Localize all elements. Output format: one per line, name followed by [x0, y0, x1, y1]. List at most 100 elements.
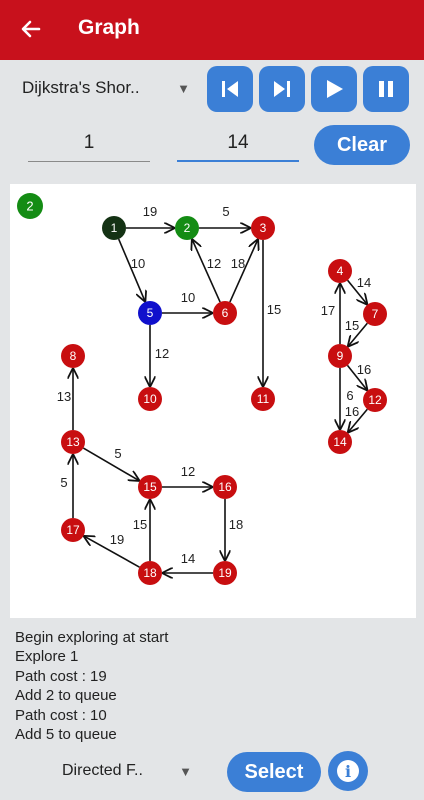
edge-weight-label: 15 [267, 302, 281, 317]
node-circle [102, 216, 126, 240]
node-8[interactable]: 8 [61, 344, 85, 368]
node-circle [213, 301, 237, 325]
edge-weight-label: 13 [57, 389, 71, 404]
node-11[interactable]: 11 [251, 387, 275, 411]
node-circle [61, 344, 85, 368]
node-circle [213, 561, 237, 585]
node-circle [175, 216, 199, 240]
node-circle [363, 302, 387, 326]
node-label: 9 [337, 349, 344, 363]
edge-weight-label: 16 [357, 362, 371, 377]
edge-weight-label: 5 [114, 446, 121, 461]
node-label: 16 [218, 480, 232, 494]
node-circle [213, 475, 237, 499]
node-16[interactable]: 16 [213, 475, 237, 499]
node-label: 7 [372, 307, 379, 321]
end-node-value: 14 [227, 132, 249, 153]
node-label: 15 [143, 480, 157, 494]
node-circle [61, 518, 85, 542]
end-node-underline [177, 160, 299, 162]
edge-6-2 [192, 240, 221, 303]
play-icon [327, 80, 343, 98]
step-badge-label: 2 [26, 199, 33, 214]
node-label: 11 [257, 392, 270, 406]
node-circle [251, 387, 275, 411]
algorithm-selected: Dijkstra's Shor.. [22, 78, 140, 97]
dropdown-caret-icon: ▼ [179, 764, 192, 779]
edge-12-14 [348, 408, 368, 432]
node-label: 18 [143, 566, 157, 580]
step-badge: 2 [17, 193, 43, 219]
clear-button[interactable]: Clear [314, 125, 410, 165]
node-9[interactable]: 9 [328, 344, 352, 368]
node-label: 6 [222, 306, 229, 320]
node-circle [138, 475, 162, 499]
node-6[interactable]: 6 [213, 301, 237, 325]
node-circle [363, 388, 387, 412]
edge-1-5 [117, 238, 145, 301]
edge-9-12 [346, 364, 366, 389]
select-button[interactable]: Select [227, 752, 321, 792]
log-line: Add 2 to queue [15, 687, 117, 705]
node-label: 5 [147, 306, 154, 320]
node-17[interactable]: 17 [61, 518, 85, 542]
node-2[interactable]: 2 [175, 216, 199, 240]
node-4[interactable]: 4 [328, 259, 352, 283]
node-19[interactable]: 19 [213, 561, 237, 585]
graph-type-dropdown[interactable]: Directed F.. ▼ [62, 762, 192, 784]
node-label: 1 [111, 221, 118, 235]
start-node-input[interactable]: 1 [28, 132, 150, 162]
node-13[interactable]: 13 [61, 430, 85, 454]
node-1[interactable]: 1 [102, 216, 126, 240]
edge-weight-label: 5 [222, 204, 229, 219]
step-forward-button[interactable] [259, 66, 305, 112]
node-label: 12 [368, 393, 382, 407]
edge-weight-label: 17 [321, 303, 335, 318]
algorithm-dropdown[interactable]: Dijkstra's Shor.. ▼ [22, 78, 190, 104]
dropdown-caret-icon: ▼ [177, 81, 190, 96]
edge-weight-label: 14 [357, 275, 371, 290]
edge-7-9 [348, 322, 368, 346]
node-label: 2 [184, 221, 191, 235]
node-label: 14 [333, 435, 347, 449]
log-line: Add 5 to queue [15, 726, 117, 744]
node-7[interactable]: 7 [363, 302, 387, 326]
step-back-button[interactable] [207, 66, 253, 112]
node-18[interactable]: 18 [138, 561, 162, 585]
node-label: 19 [218, 566, 232, 580]
play-button[interactable] [311, 66, 357, 112]
pause-icon [379, 81, 393, 97]
log-line: Path cost : 10 [15, 706, 107, 724]
edge-weight-label: 14 [181, 551, 195, 566]
node-14[interactable]: 14 [328, 430, 352, 454]
end-node-input[interactable]: 14 [177, 132, 299, 162]
info-button[interactable]: i [328, 751, 368, 791]
edge-weight-label: 10 [131, 256, 145, 271]
edge-weight-label: 12 [181, 464, 195, 479]
node-15[interactable]: 15 [138, 475, 162, 499]
edge-13-15 [82, 447, 138, 480]
edge-weight-label: 19 [110, 532, 124, 547]
node-circle [138, 301, 162, 325]
edge-weight-label: 18 [231, 256, 245, 271]
skip-previous-icon [222, 81, 238, 97]
graph-type-selected: Directed F.. [62, 762, 143, 779]
pause-button[interactable] [363, 66, 409, 112]
back-arrow-icon[interactable] [14, 12, 48, 46]
edge-4-7 [346, 279, 367, 304]
node-circle [61, 430, 85, 454]
node-circle [328, 344, 352, 368]
node-12[interactable]: 12 [363, 388, 387, 412]
edge-weight-label: 15 [345, 318, 359, 333]
node-3[interactable]: 3 [251, 216, 275, 240]
edge-weight-label: 5 [60, 475, 67, 490]
start-node-underline [28, 161, 150, 162]
node-5[interactable]: 5 [138, 301, 162, 325]
edge-weight-label: 6 [346, 388, 353, 403]
edge-6-3 [229, 240, 258, 303]
log-line: Path cost : 19 [15, 667, 107, 685]
node-10[interactable]: 10 [138, 387, 162, 411]
node-circle [138, 561, 162, 585]
